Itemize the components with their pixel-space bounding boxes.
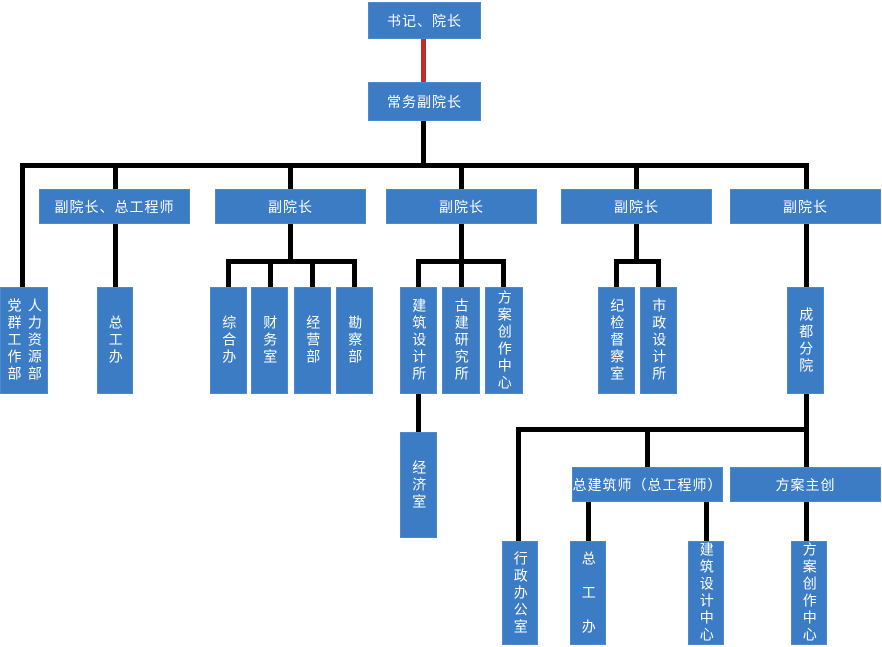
org-node-exec-vice-dean: 常务副院长 bbox=[368, 82, 481, 121]
connector-line bbox=[416, 259, 506, 264]
org-node-label: 副院长 bbox=[268, 198, 313, 215]
org-node-vice-dean-2: 副院长 bbox=[386, 189, 537, 224]
org-node-scheme-creation-center: 方案创作中心 bbox=[485, 287, 523, 394]
connector-line bbox=[645, 430, 650, 467]
org-node-scheme-lead: 方案主创 bbox=[730, 467, 881, 502]
org-node-label: 方案创作中心 bbox=[496, 289, 513, 392]
connector-line bbox=[459, 166, 464, 189]
org-node-economy-office: 经济室 bbox=[400, 432, 437, 538]
org-node-ancient-arch-research-institute: 古建研究所 bbox=[442, 287, 480, 394]
connector-line bbox=[113, 224, 118, 287]
connector-line bbox=[516, 427, 809, 432]
org-node-label: 总 工 办 bbox=[580, 550, 597, 636]
connector-line bbox=[310, 262, 315, 287]
org-node-arch-design-institute: 建筑设计所 bbox=[400, 287, 437, 394]
org-node-label: 经济室 bbox=[411, 459, 428, 511]
connector-line bbox=[704, 502, 709, 541]
connector-line bbox=[804, 502, 809, 541]
org-node-label: 经营部 bbox=[305, 315, 322, 366]
org-node-label: 建筑设计所 bbox=[411, 298, 428, 383]
org-node-label: 纪检督察室 bbox=[609, 298, 626, 383]
connector-line bbox=[804, 166, 809, 189]
connector-line bbox=[804, 394, 809, 427]
org-node-label: 副院长 bbox=[439, 198, 484, 215]
org-node-label: 建筑设计中心 bbox=[698, 542, 715, 644]
connector-line bbox=[113, 166, 118, 189]
connector-line bbox=[226, 259, 357, 264]
org-node-secretary-dean: 书记、院长 bbox=[368, 2, 481, 39]
connector-line bbox=[804, 224, 809, 287]
connector-line bbox=[501, 262, 506, 287]
org-node-label: 书记、院长 bbox=[387, 12, 462, 29]
connector-line bbox=[656, 262, 661, 287]
org-node-survey-dept: 勘察部 bbox=[336, 287, 373, 394]
org-node-label: 财务室 bbox=[262, 315, 279, 366]
org-node-municipal-design-institute: 市政设计所 bbox=[640, 287, 677, 394]
org-node-label: 综合办 bbox=[221, 315, 238, 366]
org-node-label: 副院长 bbox=[614, 198, 659, 215]
org-node-label: 副院长 bbox=[783, 198, 828, 215]
connector-line bbox=[416, 394, 421, 432]
org-node-chief-architect: 总建筑师（总工程师） bbox=[572, 467, 723, 502]
connector-line bbox=[634, 166, 639, 189]
connector-line bbox=[634, 224, 639, 260]
org-node-label: 总建筑师（总工程师） bbox=[572, 476, 723, 493]
org-node-label: 总工办 bbox=[107, 315, 124, 366]
connector-line bbox=[20, 163, 25, 287]
org-node-vice-dean-3: 副院长 bbox=[561, 189, 712, 224]
connector-line bbox=[416, 262, 421, 287]
connector-line bbox=[586, 502, 591, 541]
connector-line bbox=[268, 262, 273, 287]
org-node-chengdu-branch: 成都分院 bbox=[787, 287, 824, 394]
connector-line bbox=[20, 163, 809, 168]
connector-line bbox=[804, 430, 809, 467]
connector-line bbox=[352, 262, 357, 287]
org-node-vice-dean-chief-engineer: 副院长、总工程师 bbox=[39, 189, 190, 224]
connector-line bbox=[459, 224, 464, 260]
org-node-finance-office: 财务室 bbox=[251, 287, 288, 394]
org-node-label: 常务副院长 bbox=[387, 93, 462, 110]
org-node-label: 古建研究所 bbox=[453, 298, 470, 383]
org-node-branch-chief-engineer-office: 总 工 办 bbox=[570, 541, 606, 645]
org-node-vice-dean-1: 副院长 bbox=[215, 189, 366, 224]
org-node-vice-dean-4: 副院长 bbox=[730, 189, 881, 224]
org-node-label: 成都分院 bbox=[798, 306, 815, 375]
connector-line bbox=[288, 224, 293, 260]
red-connector-line bbox=[421, 39, 426, 82]
org-node-label: 人力资源部 bbox=[26, 298, 43, 383]
org-node-discipline-inspection-office: 纪检督察室 bbox=[598, 287, 635, 394]
connector-line bbox=[614, 259, 661, 264]
org-node-label: 行政办公室 bbox=[512, 550, 529, 636]
connector-line bbox=[614, 262, 619, 287]
org-node-arch-design-center: 建筑设计中心 bbox=[688, 541, 724, 645]
connector-line bbox=[288, 166, 293, 189]
connector-line bbox=[516, 430, 521, 541]
org-node-label: 副院长、总工程师 bbox=[54, 198, 175, 215]
org-node-label: 党群工作部 bbox=[6, 298, 23, 383]
org-node-label: 方案创作中心 bbox=[801, 542, 818, 644]
org-node-admin-office: 行政办公室 bbox=[502, 541, 538, 645]
org-node-party-mass-hr-dept: 党群工作部人力资源部 bbox=[0, 287, 48, 394]
connector-line bbox=[226, 262, 231, 287]
org-node-label: 勘察部 bbox=[347, 315, 364, 366]
connector-line bbox=[459, 262, 464, 287]
org-node-branch-scheme-creation-center: 方案创作中心 bbox=[791, 541, 827, 645]
connector-line bbox=[421, 121, 426, 163]
org-node-label: 方案主创 bbox=[775, 476, 836, 493]
org-node-operations-dept: 经营部 bbox=[294, 287, 331, 394]
org-node-label: 市政设计所 bbox=[651, 298, 668, 383]
org-node-chief-engineer-office: 总工办 bbox=[97, 287, 133, 394]
org-node-general-office: 综合办 bbox=[210, 287, 247, 394]
